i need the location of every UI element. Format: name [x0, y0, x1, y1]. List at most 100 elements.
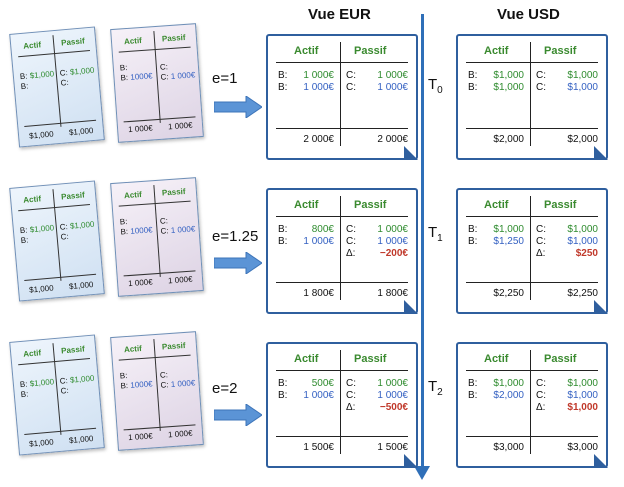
card-c2-label: C: [536, 236, 546, 247]
eur-balance-card-t0: Actif Passif B: 1 000€ B: 1 000€ C: 1 00… [266, 34, 418, 160]
sheet-c-row: C: [159, 62, 169, 72]
card-divider [340, 196, 341, 300]
card-c2-value: $1,000 [567, 82, 598, 93]
card-b2-label: B: [278, 390, 288, 401]
card-total-actif: $2,250 [493, 288, 524, 299]
card-total-actif: 1 800€ [303, 288, 334, 299]
card-b1-value: $1,000 [493, 224, 524, 235]
card-b1-value: 1 000€ [303, 70, 334, 81]
sheet-c2-row: C: 1 000€ [160, 224, 196, 236]
card-b2-label: B: [468, 390, 478, 401]
card-total-rule [276, 128, 408, 129]
exchange-rate-label-1: e=1.25 [212, 228, 259, 245]
card-c1-label: C: [536, 224, 546, 235]
sheet-c-row: C: $1,000 [59, 219, 95, 232]
sheet-actif-label: Actif [22, 194, 42, 205]
eu-balance-sheet: Actif Passif B: B: 1000€ C: C: 1 000€ 1 … [110, 177, 204, 297]
page-fold [404, 146, 418, 160]
card-total-passif: $2,000 [567, 134, 598, 145]
vue-eur-header: Vue EUR [308, 6, 371, 23]
card-passif-label: Passif [544, 353, 577, 365]
card-passif-label: Passif [354, 45, 387, 57]
card-b1-label: B: [278, 224, 288, 235]
card-b2-label: B: [278, 236, 288, 247]
sheet-actif-label: Actif [123, 189, 143, 201]
sheet-c2-row: C: 1 000€ [160, 378, 196, 390]
card-b1-value: 500€ [311, 378, 334, 389]
sheet-total-actif: $1,000 [28, 283, 54, 295]
page-fold [404, 454, 418, 468]
page-fold [594, 146, 608, 160]
card-passif-label: Passif [354, 199, 387, 211]
card-c2-value: 1 000€ [377, 82, 408, 93]
card-delta-value: $250 [575, 248, 598, 259]
card-b1-label: B: [468, 378, 478, 389]
eu-balance-sheet: Actif Passif B: B: 1000€ C: C: 1 000€ 1 … [110, 331, 204, 451]
card-actif-label: Actif [484, 45, 509, 57]
card-delta-value: −500€ [379, 402, 408, 413]
us-balance-sheet: Actif Passif B: $1,000 B: C: $1,000 C: $… [9, 180, 105, 302]
sheet-b-row: B: $1,000 [19, 223, 55, 236]
card-b2-label: B: [278, 82, 288, 93]
card-c2-label: C: [346, 82, 356, 93]
card-total-passif: 1 800€ [377, 288, 408, 299]
page-fold [594, 300, 608, 314]
card-actif-label: Actif [484, 353, 509, 365]
card-c1-value: 1 000€ [377, 224, 408, 235]
sheet-total-passif: 1 000€ [167, 120, 193, 132]
sheet-b2-row: B: 1000€ [120, 71, 153, 83]
card-total-actif: 2 000€ [303, 134, 334, 145]
sheet-total-passif: 1 000€ [167, 274, 193, 286]
card-c2-label: C: [346, 390, 356, 401]
card-c1-value: $1,000 [567, 224, 598, 235]
sheet-b2-row: B: [20, 235, 29, 246]
card-delta-value: −200€ [379, 248, 408, 259]
card-total-passif: 2 000€ [377, 134, 408, 145]
card-b2-value: $2,000 [493, 390, 524, 401]
card-header-rule [276, 62, 408, 63]
card-divider [530, 196, 531, 300]
sheet-b2-row: B: [20, 389, 29, 400]
card-passif-label: Passif [354, 353, 387, 365]
us-balance-sheet: Actif Passif B: $1,000 B: C: $1,000 C: $… [9, 26, 105, 148]
card-b2-value: 1 000€ [303, 390, 334, 401]
card-b1-label: B: [278, 378, 288, 389]
card-b2-label: B: [468, 82, 478, 93]
eur-balance-card-t1: Actif Passif B: 800€ B: 1 000€ C: 1 000€… [266, 188, 418, 314]
card-divider [340, 42, 341, 146]
time-label-t1: T1 [428, 224, 443, 244]
sheet-actif-label: Actif [22, 348, 42, 359]
card-header-rule [466, 62, 598, 63]
card-total-passif: $3,000 [567, 442, 598, 453]
card-b2-value: $1,000 [493, 82, 524, 93]
sheet-total-actif: $1,000 [28, 437, 54, 449]
card-actif-label: Actif [294, 353, 319, 365]
sheet-passif-label: Passif [60, 36, 86, 48]
card-header-rule [466, 216, 598, 217]
card-delta-label: Δ: [346, 402, 356, 413]
sheet-total-passif: $1,000 [68, 280, 94, 292]
sheet-c-row: C: $1,000 [59, 65, 95, 78]
card-c1-value: 1 000€ [377, 378, 408, 389]
card-b1-label: B: [468, 224, 478, 235]
sheet-passif-label: Passif [60, 344, 86, 356]
sheet-b-row: B: $1,000 [19, 377, 55, 390]
card-total-actif: 1 500€ [303, 442, 334, 453]
card-c2-value: $1,000 [567, 390, 598, 401]
card-c2-value: 1 000€ [377, 390, 408, 401]
card-divider [340, 350, 341, 454]
card-header-rule [276, 370, 408, 371]
usd-balance-card-t1: Actif Passif B: $1,000 B: $1,250 C: $1,0… [456, 188, 608, 314]
card-passif-label: Passif [544, 45, 577, 57]
card-c2-label: C: [536, 82, 546, 93]
card-total-rule [466, 436, 598, 437]
sheet-b-row: B: $1,000 [19, 69, 55, 82]
sheet-b2-row: B: 1000€ [120, 379, 153, 391]
sheet-b-row: B: [119, 63, 128, 73]
card-total-actif: $2,000 [493, 134, 524, 145]
card-header-rule [276, 216, 408, 217]
card-divider [530, 350, 531, 454]
card-c1-value: $1,000 [567, 70, 598, 81]
right-arrow-icon [214, 96, 262, 118]
card-b1-value: 800€ [311, 224, 334, 235]
